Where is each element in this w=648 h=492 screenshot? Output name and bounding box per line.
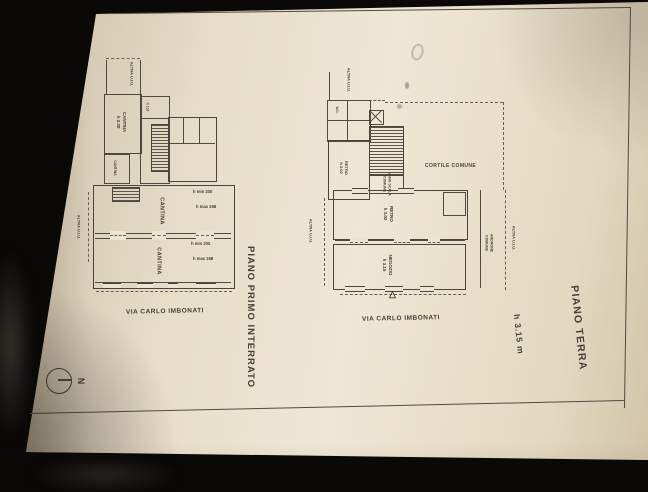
street-label: VIA CARLO IMBONATI	[125, 307, 205, 316]
service-rooms-block	[327, 100, 371, 142]
wall	[327, 120, 369, 121]
ink-smudge	[410, 42, 425, 62]
entrance-marker-icon: △	[389, 289, 396, 299]
ink-smudge	[397, 104, 402, 109]
frame-border-top	[111, 7, 630, 14]
street-label: VIA CARLO IMBONATI	[361, 314, 441, 323]
room-negozio	[333, 244, 466, 290]
wall	[168, 143, 215, 144]
wall	[199, 117, 200, 143]
small-room	[443, 192, 466, 216]
room-label: RETRO h 3.02	[339, 161, 350, 175]
room-label: NEGOZIO h 3.15	[382, 254, 393, 276]
boundary-dashed-line	[88, 192, 89, 262]
boundary-dashed-line	[340, 294, 466, 295]
adjacent-unit-label: ALTRA U.I.U.	[511, 225, 517, 251]
wall	[140, 60, 141, 96]
room-label: CANTINA	[113, 160, 118, 176]
north-compass-icon	[46, 368, 72, 394]
androne-label: ANDRONE COMUNE	[485, 233, 494, 253]
wall	[329, 72, 330, 100]
wall	[106, 60, 107, 94]
wall	[480, 190, 481, 288]
height-note: h max 268	[193, 256, 214, 261]
opening-dashed-line	[152, 235, 166, 236]
boundary-dashed-line	[369, 100, 385, 101]
window	[420, 286, 434, 292]
courtyard-dashed-line	[385, 102, 503, 103]
opening-dashed-line	[428, 242, 440, 243]
boundary-dashed-line	[324, 198, 325, 286]
height-note: h min 200	[193, 189, 213, 194]
service-rooms-block	[168, 117, 217, 182]
boundary-dashed-line	[96, 291, 232, 292]
room-label: CANTINA	[158, 197, 165, 225]
window	[168, 283, 178, 289]
adjacent-unit-label: ALTRA U.I.U.	[129, 61, 135, 87]
window	[196, 283, 216, 289]
adjacent-unit-label: ALTRA U.I.U.	[346, 67, 352, 93]
staircase	[112, 187, 140, 202]
north-label: N	[75, 377, 86, 385]
plan-height-note: h 3.15 m	[511, 313, 527, 355]
boundary-dashed-line	[106, 58, 140, 59]
ink-smudge	[405, 82, 409, 89]
staircase	[151, 124, 169, 172]
plan-title: PIANO TERRA h 3.15 m	[467, 280, 631, 381]
opening-dashed-line	[196, 235, 214, 236]
opening-dashed-line	[394, 242, 410, 243]
height-note: h min 200	[191, 241, 211, 246]
frame-border-bottom	[29, 400, 624, 414]
window	[137, 283, 153, 289]
boundary-dashed-line	[505, 190, 506, 290]
room-label: CANTINA	[155, 247, 162, 275]
wall	[140, 118, 168, 119]
room-label: W.C.	[335, 106, 340, 114]
staircase	[369, 126, 404, 176]
opening-dashed-line	[350, 242, 368, 243]
plan-title-text: PIANO TERRA	[568, 284, 590, 372]
room-label: CANTINA h 2.30	[116, 111, 127, 133]
window	[398, 188, 414, 194]
room-label: RETRO h 3.02	[383, 206, 394, 222]
courtyard-dashed-line	[503, 102, 504, 190]
corridor-height-label: h 110	[145, 102, 150, 112]
north-compass-needle	[58, 379, 72, 381]
plan-title: PIANO PRIMO INTERRATO	[245, 245, 257, 389]
height-note: h max 268	[196, 204, 217, 209]
courtyard-label: CORTILE COMUNE	[425, 163, 477, 169]
adjacent-unit-label: ALTRA U.I.U.	[308, 218, 314, 244]
adjacent-unit-label: ALTRA U.I.U.	[76, 214, 82, 240]
wall	[183, 117, 184, 143]
opening-dashed-line	[110, 235, 126, 236]
window	[103, 283, 121, 289]
window	[345, 286, 365, 292]
wall	[347, 100, 348, 140]
window	[352, 188, 368, 194]
